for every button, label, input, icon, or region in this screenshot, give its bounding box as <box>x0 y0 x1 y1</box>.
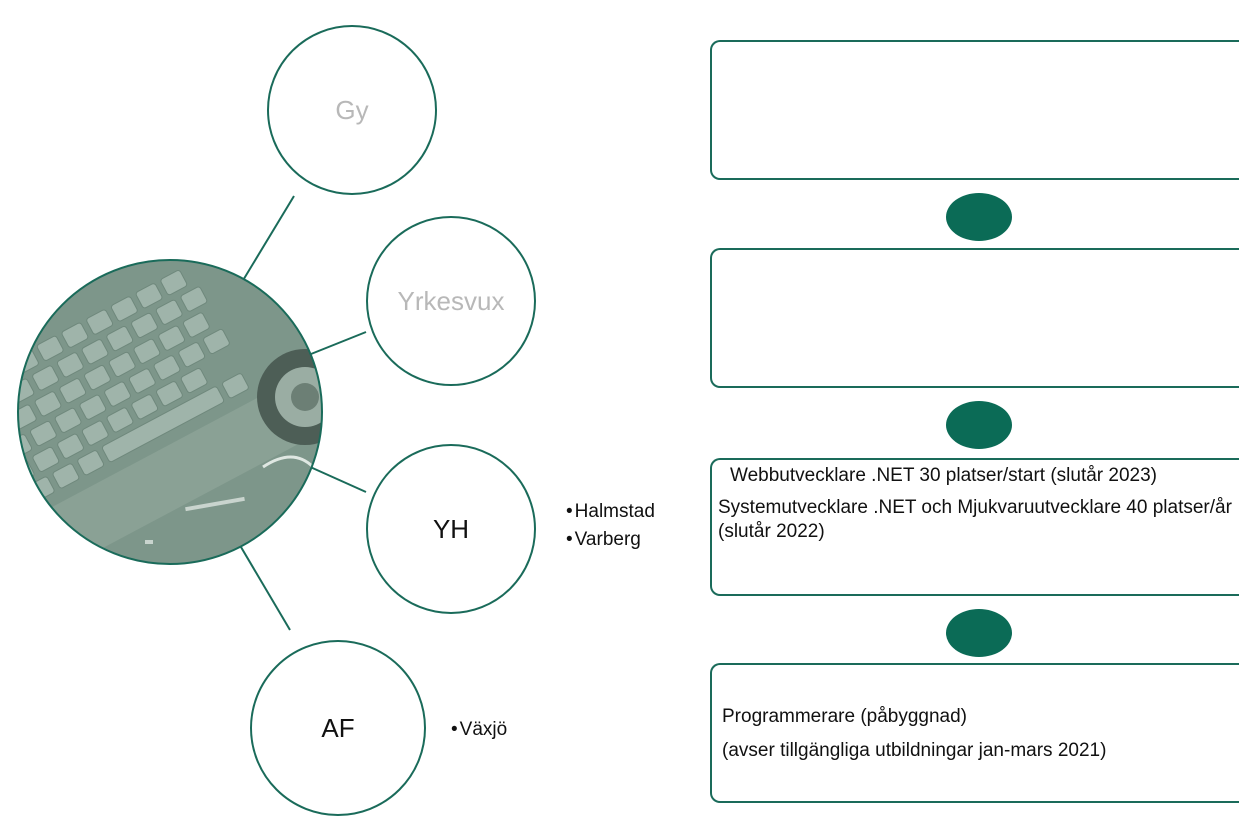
location-item: Varberg <box>566 526 655 554</box>
node-gy: Gy <box>267 25 437 195</box>
node-yh: YH <box>366 444 536 614</box>
node-yh-label: YH <box>432 513 470 544</box>
yh-location-list: Halmstad Varberg <box>566 498 655 554</box>
node-yrkesvux: Yrkesvux <box>366 216 536 386</box>
program-box-gy <box>710 40 1239 180</box>
program-line: Systemutvecklare .NET och Mjukvaruutveck… <box>718 497 1232 542</box>
hub-keyboard-image <box>17 259 323 565</box>
program-line: Webbutvecklare .NET 30 platser/start (sl… <box>730 465 1157 486</box>
node-af-label: AF <box>321 712 355 743</box>
program-box-af: Programmerare (påbyggnad) (avser tillgän… <box>710 663 1239 803</box>
location-item: Växjö <box>451 716 508 744</box>
program-box-yrkesvux <box>710 248 1239 388</box>
connector-dot <box>946 401 1012 449</box>
program-line: (avser tillgängliga utbildningar jan-mar… <box>722 740 1107 761</box>
node-yrkesvux-label: Yrkesvux <box>397 285 505 316</box>
line-hub-yh <box>307 465 367 493</box>
location-item: Halmstad <box>566 498 655 526</box>
line-hub-af <box>237 541 291 631</box>
program-line: Programmerare (påbyggnad) <box>722 706 968 727</box>
af-location-list: Växjö <box>451 716 508 744</box>
connector-dot <box>946 609 1012 657</box>
program-box-yh: Webbutvecklare .NET 30 platser/start (sl… <box>710 458 1239 596</box>
node-gy-label: Gy <box>335 94 369 125</box>
connector-dot <box>946 193 1012 241</box>
node-af: AF <box>250 640 426 816</box>
line-hub-yrkesvux <box>305 331 367 357</box>
line-hub-gy <box>241 195 295 283</box>
